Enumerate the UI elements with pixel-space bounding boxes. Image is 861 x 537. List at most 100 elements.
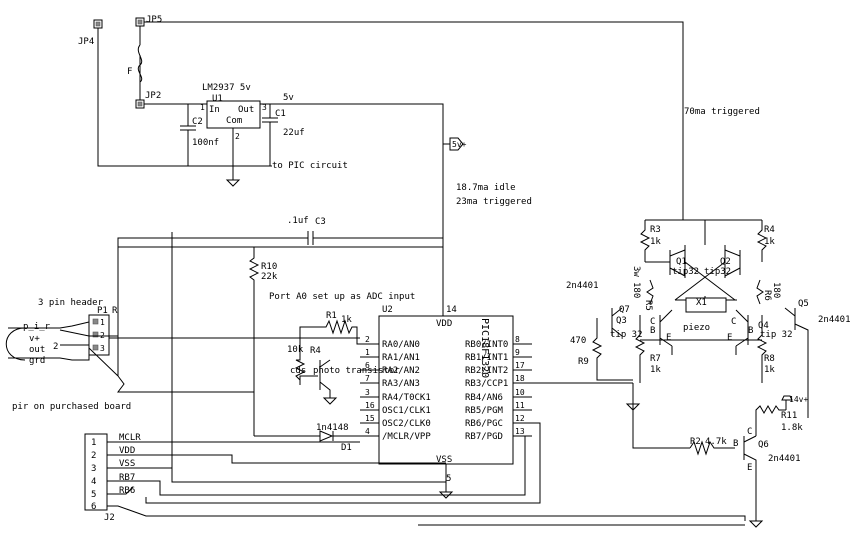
pir-sensor-symbol xyxy=(5,327,26,361)
p1-pin-labels: 1 2 3 xyxy=(100,318,105,353)
label-5v-tag: 5v+ xyxy=(452,140,467,149)
pic-left-pin-labels: 2RA0/AN01RA1/AN16RA2/AN27RA3/AN33RA4/T0C… xyxy=(365,335,431,442)
label-j-vdd: VDD xyxy=(119,446,135,456)
label-q3: Q3 xyxy=(616,316,627,326)
pic-chip-u2 xyxy=(378,315,514,465)
label-piezo: piezo xyxy=(683,323,710,333)
pic-left-pin-name: OSC2/CLK0 xyxy=(382,419,431,429)
label-q3-e: E xyxy=(666,333,671,343)
label-14v: 14v+ xyxy=(789,395,808,404)
label-2n4401-c: 2n4401 xyxy=(768,454,801,464)
label-q2: Q2 xyxy=(720,257,731,267)
pic-right-pin-name: RB7/PGD xyxy=(465,432,503,442)
pic-right-pin-number: 18 xyxy=(515,374,525,383)
pic-left-pin-name: RA0/AN0 xyxy=(382,340,420,350)
label-r2: R2 xyxy=(690,437,701,447)
label-trig-current: 23ma triggered xyxy=(456,197,532,207)
j2-connector xyxy=(84,433,108,511)
pic-right-pin-number: 17 xyxy=(515,361,525,370)
label-c1-value: 22uf xyxy=(283,128,305,138)
pic-left-pin-number: 1 xyxy=(365,348,370,357)
label-adc-note: Port A0 set up as ADC input xyxy=(269,292,415,302)
label-r10-value: 22k xyxy=(261,272,278,282)
j2-pin-number: 4 xyxy=(91,477,96,487)
label-fuse: F xyxy=(127,67,132,77)
pic-right-pin-number: 9 xyxy=(515,348,520,357)
label-regulator: LM2937 5v xyxy=(202,83,251,93)
pic-left-pin-number: 2 xyxy=(365,335,370,344)
label-u1: U1 xyxy=(212,94,223,104)
label-q5: Q5 xyxy=(798,299,809,309)
label-r10: R10 xyxy=(261,262,277,272)
pic-left-pin-number: 6 xyxy=(365,361,370,370)
label-r1-value: 1k xyxy=(341,315,352,325)
label-jp2: JP2 xyxy=(145,91,161,101)
pic-right-pin-name: RB4/AN6 xyxy=(465,393,503,403)
label-vss-pin: 5 xyxy=(446,474,451,484)
label-q7: Q7 xyxy=(619,305,630,315)
label-c2-value: 100nf xyxy=(192,138,219,148)
label-d1: D1 xyxy=(341,443,352,453)
pic-left-pin-name: RA3/AN3 xyxy=(382,379,420,389)
pir-header xyxy=(5,314,254,393)
label-q4-e: E xyxy=(727,333,732,343)
p1-header xyxy=(88,314,110,356)
pic-right-pin-number: 10 xyxy=(515,388,525,397)
label-reg-com: Com xyxy=(226,116,242,126)
pic-section xyxy=(96,231,633,504)
label-r5: R5 xyxy=(643,300,653,311)
label-r4: R4 xyxy=(310,346,321,356)
label-q1: Q1 xyxy=(676,257,687,267)
label-reg-out: Out xyxy=(238,105,254,115)
pic-right-pin-name: RB5/PGM xyxy=(465,406,504,416)
label-pir-note: pir on purchased board xyxy=(12,402,131,412)
label-q6-e: E xyxy=(747,463,752,473)
label-c3-value: .1uf xyxy=(287,216,309,226)
label-vss: VSS xyxy=(436,455,452,465)
label-3pin-header: 3 pin header xyxy=(38,298,104,308)
label-q6-c: C xyxy=(747,427,752,437)
pic-right-pin-number: 11 xyxy=(515,401,525,410)
h-bridge xyxy=(418,219,809,528)
label-c1: C1 xyxy=(275,109,286,119)
label-j-vss: VSS xyxy=(119,459,135,469)
label-r4-value: 10k xyxy=(287,345,304,355)
label-vdd-pin: 14 xyxy=(446,305,457,315)
label-mclr: MCLR xyxy=(119,433,141,443)
piezo-x1 xyxy=(685,297,727,313)
label-j2: J2 xyxy=(104,513,115,523)
label-r9: R9 xyxy=(578,357,589,367)
pic-right-pin-number: 8 xyxy=(515,335,520,344)
label-q4-b: B xyxy=(748,326,753,336)
label-2n4401-a: 2n4401 xyxy=(566,281,599,291)
pic-left-pin-number: 15 xyxy=(365,414,375,423)
pic-right-pin-name: RB0/INT0 xyxy=(465,340,508,350)
label-r7: R7 xyxy=(650,354,661,364)
label-x1: X1 xyxy=(696,298,707,308)
j2-pin-number: 5 xyxy=(91,490,96,500)
j2-pin-number: 3 xyxy=(91,464,96,474)
label-jp4: JP4 xyxy=(78,37,94,47)
p1-pin-number: 3 xyxy=(100,344,105,353)
p1-pin-number: 2 xyxy=(100,331,105,340)
j2-header xyxy=(84,433,746,521)
p1-pin-number: 1 xyxy=(100,318,105,327)
label-rb7: RB7 xyxy=(119,473,135,483)
capacitor-c3 xyxy=(307,231,314,245)
label-tip4: tip 32 xyxy=(760,330,793,340)
label-r8-value: 1k xyxy=(764,365,775,375)
label-c2: C2 xyxy=(192,117,203,127)
label-u2: U2 xyxy=(382,305,393,315)
label-r11: R11 xyxy=(781,411,797,421)
pic-left-pin-number: 16 xyxy=(365,401,375,410)
label-q6: Q6 xyxy=(758,440,769,450)
label-q3-b: B xyxy=(650,326,655,336)
label-r3-value: 1k xyxy=(650,237,661,247)
label-r4b-value: 1k xyxy=(764,237,775,247)
power-supply xyxy=(93,17,684,296)
label-q4: Q4 xyxy=(758,321,769,331)
label-q4-c: C xyxy=(731,317,736,327)
label-out: out xyxy=(29,345,45,355)
